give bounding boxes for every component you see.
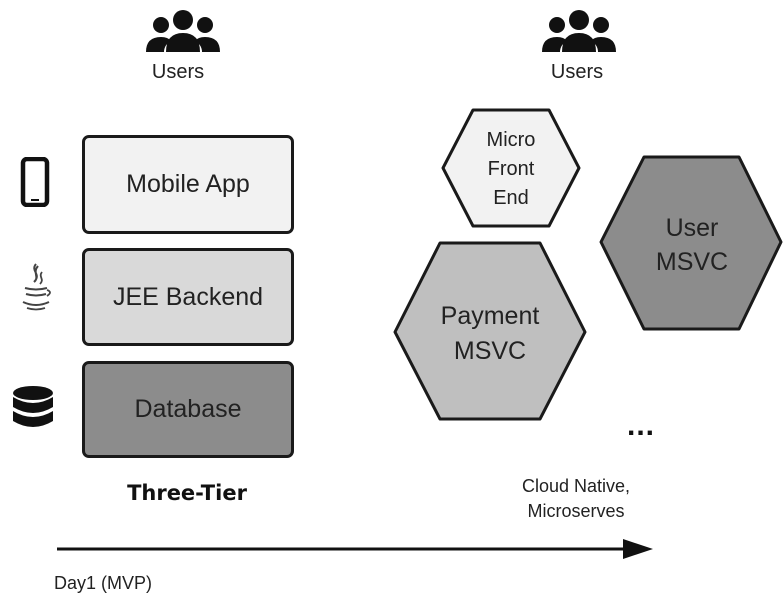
hexagon-micro-front-end-line3: End <box>493 187 529 209</box>
tier-label-database: Database <box>134 395 242 423</box>
hexagon-payment-msvc-line1: Payment <box>441 302 540 330</box>
tier-box-database: Database <box>82 361 294 458</box>
hexagon-micro-front-end-line1: Micro <box>487 129 536 151</box>
cloud-native-caption-line2: Microserves <box>527 501 625 521</box>
tier-box-jee-backend: JEE Backend <box>82 248 294 346</box>
mobile-phone-icon <box>20 157 50 207</box>
java-icon <box>22 263 51 311</box>
hexagon-micro-front-end-line2: Front <box>488 158 535 180</box>
three-tier-caption: Three-Tier <box>127 481 247 505</box>
users-label-right: Users <box>550 61 604 83</box>
users-label-left: Users <box>151 61 205 83</box>
hexagon-user-msvc: User MSVC <box>599 155 783 331</box>
hexagon-payment-msvc-line2: MSVC <box>454 337 526 365</box>
database-icon <box>13 386 53 427</box>
hexagon-user-msvc-line2: MSVC <box>656 248 728 276</box>
hexagon-payment-msvc: Payment MSVC <box>393 241 587 421</box>
cloud-native-caption-line1: Cloud Native, <box>521 476 631 496</box>
tier-label-mobile-app: Mobile App <box>126 170 250 198</box>
more-services-ellipsis: ... <box>627 409 656 442</box>
hexagon-micro-front-end: Micro Front End <box>441 108 581 228</box>
tier-box-mobile-app: Mobile App <box>82 135 294 234</box>
timeline-arrow <box>57 539 653 559</box>
tier-label-jee-backend: JEE Backend <box>112 282 264 311</box>
timeline-start-label: Day1 (MVP) <box>54 573 153 593</box>
users-icon-right <box>542 10 616 52</box>
users-icon-left <box>146 10 220 52</box>
cloud-native-caption: Cloud Native, Microserves <box>496 474 656 524</box>
hexagon-user-msvc-line1: User <box>666 214 719 242</box>
